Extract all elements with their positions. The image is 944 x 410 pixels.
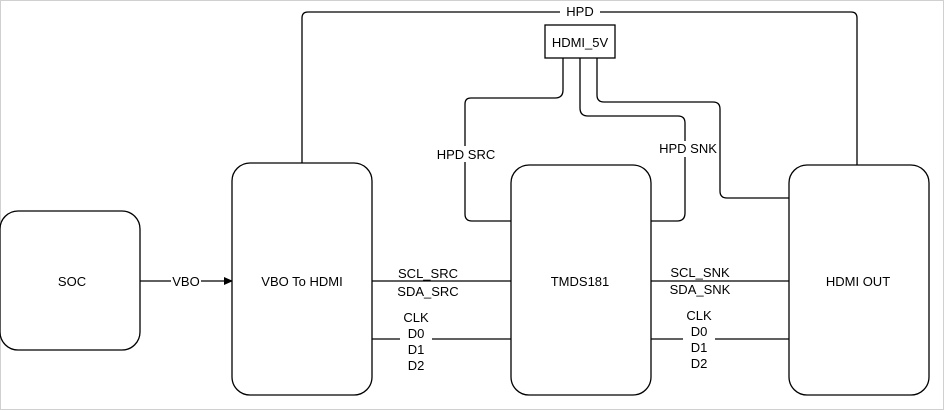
left-lane-d0: D0 <box>408 326 425 341</box>
sda-src-label: SDA_SRC <box>397 284 458 299</box>
left-lane-label-bg <box>400 330 432 346</box>
hpd-src-label: HPD SRC <box>437 147 496 162</box>
soc-block <box>0 210 141 351</box>
tmds181-label: TMDS181 <box>551 274 610 289</box>
right-lane-d0: D0 <box>691 324 708 339</box>
hpd-snk-label-bg <box>652 141 720 157</box>
vbo-to-hdmi-label: VBO To HDMI <box>261 274 342 289</box>
hpd-src-wire <box>464 58 564 222</box>
hpd-label: HPD <box>566 4 593 19</box>
left-lane-clk: CLK <box>403 310 429 325</box>
tmds181-block <box>510 164 652 396</box>
hpd-label-bg <box>560 4 600 18</box>
right-lane-d2: D2 <box>691 356 708 371</box>
hdmi-5v-box <box>544 24 616 59</box>
right-lane-clk: CLK <box>686 308 712 323</box>
scl-src-label: SCL_SRC <box>398 266 458 281</box>
hdmi-out-block <box>788 164 930 396</box>
hdmi-5v-label: HDMI_5V <box>552 35 609 50</box>
soc-label: SOC <box>58 274 86 289</box>
hdmi-5v-to-out-wire <box>596 58 789 199</box>
sda-snk-label: SDA_SNK <box>670 282 731 297</box>
hdmi-out-label: HDMI OUT <box>826 274 890 289</box>
left-lane-d2: D2 <box>408 358 425 373</box>
left-lane-d1: D1 <box>408 342 425 357</box>
hpd-snk-label: HPD SNK <box>659 141 717 156</box>
right-lane-label-bg <box>683 330 715 346</box>
scl-snk-label: SCL_SNK <box>670 265 730 280</box>
vbo-to-hdmi-block <box>231 162 373 396</box>
hpd-src-label-bg <box>432 146 500 162</box>
right-lane-d1: D1 <box>691 340 708 355</box>
vbo-label: VBO <box>172 274 199 289</box>
hpd-snk-wire <box>579 58 686 222</box>
vbo-label-bg <box>171 274 201 288</box>
